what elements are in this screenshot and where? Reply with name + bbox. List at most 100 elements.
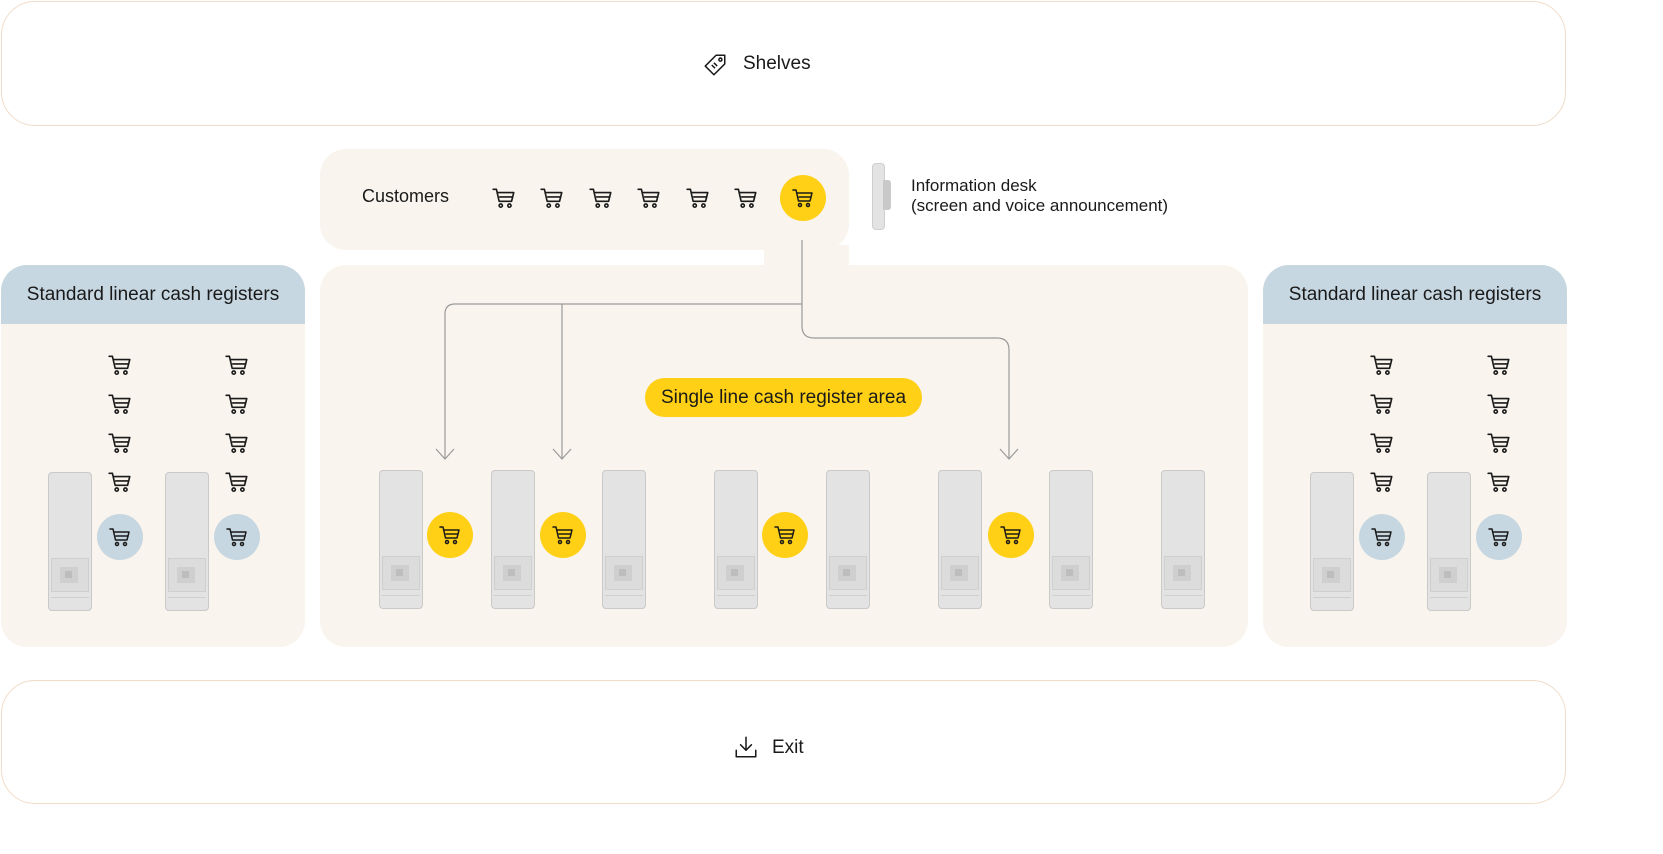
left-standard-registers-title: Standard linear cash registers [1,265,305,324]
next-customer-cart [780,175,826,221]
single-line-register [1161,470,1205,609]
shopping-cart-icon [108,433,131,454]
shopping-cart-icon [225,355,248,376]
shopping-cart-icon [108,394,131,415]
waiting-cart [1369,469,1395,495]
register-slot [168,597,206,598]
shelves-zone: Shelves [1,1,1566,126]
shopping-cart-icon [637,188,660,209]
shopping-cart-icon [108,472,131,493]
queue-cart [588,185,614,211]
waiting-cart [1486,469,1512,495]
customers-label: Customers [362,186,450,206]
register-keypad [1052,556,1090,590]
register-keypad [717,556,755,590]
single-line-register [826,470,870,609]
register-slot [829,595,867,596]
shopping-cart-icon [1487,472,1510,493]
register-keypad [829,556,867,590]
single-line-area-label: Single line cash register area [645,378,922,417]
register-keypad [1430,558,1468,592]
flow-arrow-2-head [552,448,572,460]
information-desk-label: Information desk (screen and voice annou… [911,176,1168,216]
register-keypad [605,556,643,590]
register-slot [494,595,532,596]
flow-arrow-3-head [999,448,1019,460]
single-line-register [938,470,982,609]
shopping-cart-icon [109,528,130,547]
waiting-cart [1369,352,1395,378]
shopping-cart-icon [1487,394,1510,415]
serving-cart [97,514,143,560]
register-slot [1164,595,1202,596]
serving-cart [214,514,260,560]
register-slot [605,595,643,596]
shopping-cart-icon [226,528,247,547]
single-line-register [602,470,646,609]
shopping-cart-icon [1370,472,1393,493]
waiting-cart [107,469,133,495]
shopping-cart-icon [1000,526,1021,545]
serving-cart [1359,514,1405,560]
standard-register [1310,472,1354,611]
waiting-cart [1486,391,1512,417]
shopping-cart-icon [774,526,795,545]
shopping-cart-icon [686,188,709,209]
waiting-cart [107,430,133,456]
serving-cart [1476,514,1522,560]
information-desk-title: Information desk [911,176,1037,195]
shopping-cart-icon [1487,355,1510,376]
register-slot [1052,595,1090,596]
single-line-register [491,470,535,609]
right-standard-registers-title: Standard linear cash registers [1263,265,1567,324]
queue-cart [685,185,711,211]
shopping-cart-icon [589,188,612,209]
queue-cart [733,185,759,211]
waiting-cart [224,430,250,456]
shelves-label: Shelves [743,53,811,74]
register-keypad [1164,556,1202,590]
shopping-cart-icon [108,355,131,376]
shopping-cart-icon [1370,355,1393,376]
queue-cart [491,185,517,211]
waiting-cart [1486,352,1512,378]
waiting-cart [107,352,133,378]
register-keypad [168,558,206,592]
register-slot [1430,597,1468,598]
register-slot [51,597,89,598]
flow-arrow-1 [444,303,802,458]
waiting-cart [1369,391,1395,417]
shopping-cart-icon [1488,528,1509,547]
shopping-cart-icon [1371,528,1392,547]
standard-register [1427,472,1471,611]
shopping-cart-icon [1370,394,1393,415]
information-desk-subtitle: (screen and voice announcement) [911,196,1169,215]
register-keypad [51,558,89,592]
shopping-cart-icon [1487,433,1510,454]
register-keypad [941,556,979,590]
register-keypad [382,556,420,590]
flow-arrow-3 [801,304,1010,458]
customers-panel-connector [764,245,849,267]
queue-cart [636,185,662,211]
shopping-cart-icon [792,189,813,208]
serving-cart [762,512,808,558]
single-line-register [1049,470,1093,609]
shopping-cart-icon [1370,433,1393,454]
information-desk-screen-side [883,180,891,210]
queue-cart [539,185,565,211]
single-line-register [714,470,758,609]
shopping-cart-icon [492,188,515,209]
register-slot [941,595,979,596]
single-line-register [379,470,423,609]
shopping-cart-icon [225,394,248,415]
standard-register [48,472,92,611]
waiting-cart [224,391,250,417]
waiting-cart [1369,430,1395,456]
price-tag-icon [704,54,726,76]
register-slot [717,595,755,596]
serving-cart [988,512,1034,558]
customers-panel [320,149,849,250]
register-keypad [1313,558,1351,592]
serving-cart [427,512,473,558]
